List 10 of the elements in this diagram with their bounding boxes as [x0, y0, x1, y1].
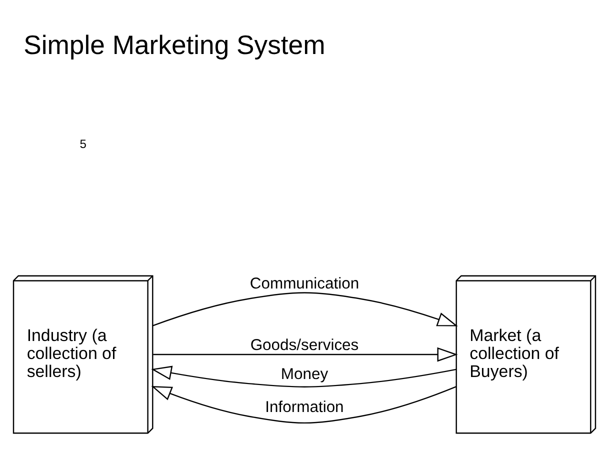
- arrow: [151, 386, 456, 424]
- edge-label: Information: [265, 398, 344, 416]
- arrow: [151, 366, 456, 388]
- diagram-title: Simple Marketing System: [24, 30, 326, 60]
- arrow: [153, 347, 458, 362]
- arrow: [152, 292, 458, 326]
- edge-label: Money: [280, 366, 328, 384]
- edge-label: Goods/services: [250, 337, 359, 354]
- edge-label: Communication: [250, 275, 360, 292]
- label: 5: [80, 137, 86, 152]
